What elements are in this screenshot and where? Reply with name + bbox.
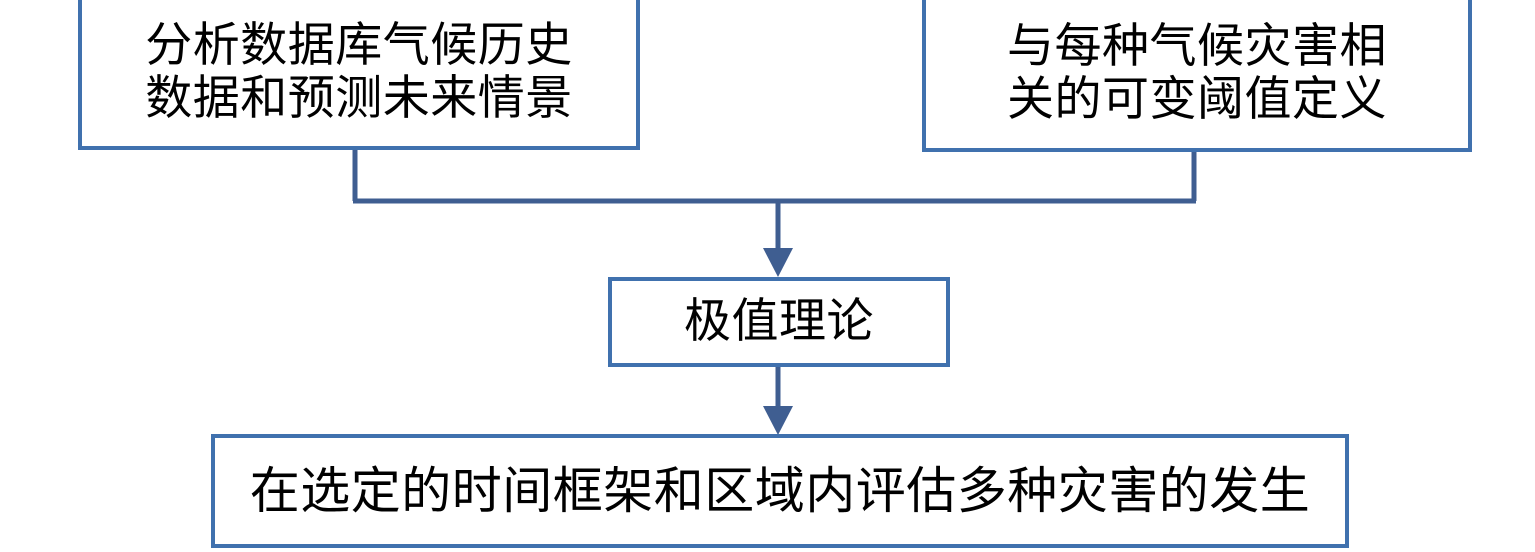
flow-node-analyze-climate-history[interactable]: 分析数据库气候历史 数据和预测未来情景 xyxy=(78,0,640,150)
arrowhead-into-evt xyxy=(763,248,793,277)
flow-node-variable-threshold-definition[interactable]: 与每种气候灾害相 关的可变阈值定义 xyxy=(922,0,1472,152)
arrowhead-into-assess xyxy=(763,406,793,435)
flow-node-assess-multi-hazard-occurrence[interactable]: 在选定的时间框架和区域内评估多种灾害的发生 xyxy=(211,434,1349,548)
flow-node-extreme-value-theory[interactable]: 极值理论 xyxy=(608,277,950,367)
